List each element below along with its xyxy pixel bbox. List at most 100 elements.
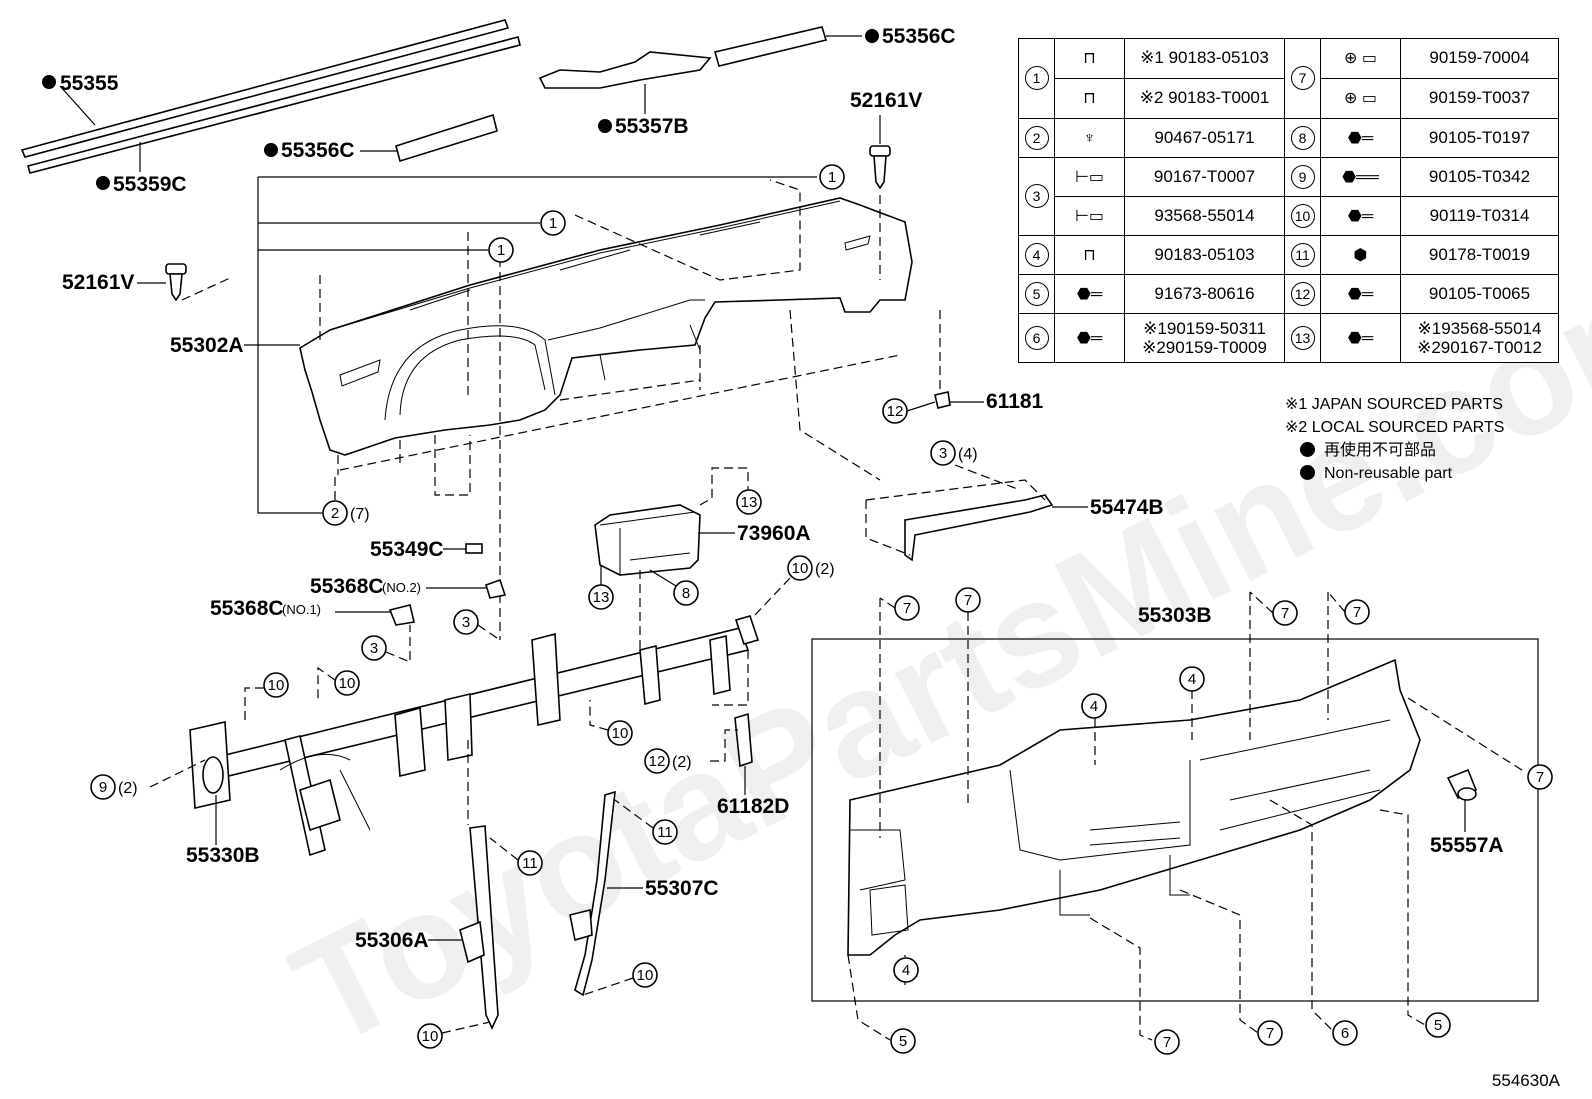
table-part-number: 90159-T0037: [1400, 77, 1559, 119]
note-non-reusable-en: Non-reusable part: [1285, 462, 1555, 485]
part-label-55368C-no2: 55368C: [310, 575, 384, 598]
callout-5: 5: [1425, 1012, 1451, 1038]
svg-text:4: 4: [1090, 698, 1098, 715]
drawing-code: 554630A: [1491, 1071, 1560, 1090]
pad-55357B: [538, 51, 712, 89]
svg-text:6: 6: [1341, 1025, 1349, 1042]
brace-55306A: [459, 825, 499, 1030]
svg-text:10: 10: [612, 725, 629, 742]
reinforcement-55303B: [847, 658, 1421, 956]
table-ref-8: 8: [1284, 117, 1321, 158]
svg-text:1: 1: [497, 242, 505, 259]
part-label-61181: 61181: [986, 390, 1044, 413]
part-label-55359C: 55359C: [113, 173, 187, 196]
part-label-52161V-left: 52161V: [62, 271, 134, 294]
svg-text:13: 13: [741, 494, 758, 511]
part-label-52161V-right: 52161V: [850, 89, 922, 112]
callout-7: 7: [894, 595, 920, 621]
callout-1: 1: [488, 237, 514, 263]
svg-text:10: 10: [422, 1028, 439, 1045]
svg-text:10: 10: [637, 967, 654, 984]
strip-55356C-mid: [395, 113, 498, 163]
callout-10: 10: [632, 962, 658, 988]
svg-text:8: 8: [682, 585, 690, 602]
table-ref-7: 7: [1284, 38, 1321, 119]
callout-1: 1: [819, 164, 845, 190]
part-label-55306A: 55306A: [355, 929, 429, 952]
svg-text:7: 7: [1353, 604, 1361, 621]
callout-10: 10: [417, 1023, 443, 1049]
non-reusable-dot: [865, 29, 879, 43]
callout-7: 7: [1344, 599, 1370, 625]
svg-text:7: 7: [903, 600, 911, 617]
bracket-55368C-no1: [388, 604, 415, 626]
u-nut-icon: ⊓: [1054, 77, 1125, 119]
callout-12: 12: [644, 748, 670, 774]
svg-text:7: 7: [1536, 769, 1544, 786]
part-label-55303B: 55303B: [1138, 604, 1212, 627]
table-part-number: ※190159-50311 ※290159-T0009: [1124, 312, 1285, 364]
part-label-55368C-no1-sub: (NO.1): [282, 602, 321, 617]
table-ref-10: 10: [1284, 195, 1321, 236]
note-japan-sourced: ※1 JAPAN SOURCED PARTS: [1285, 396, 1503, 413]
callout-2: 2: [322, 500, 348, 526]
table-part-number: 90467-05171: [1124, 117, 1285, 158]
instrument-panel-55302A: [299, 197, 913, 456]
non-reusable-dot: [1300, 465, 1315, 480]
bolt-icon: ⬣══: [1320, 156, 1401, 197]
callout-9-qty: (2): [118, 780, 138, 797]
brace-55307C: [569, 790, 616, 997]
part-label-73960A: 73960A: [737, 522, 811, 545]
table-part-number: ※1 90183-05103: [1124, 38, 1285, 79]
table-part-number: 90119-T0314: [1400, 195, 1559, 236]
callout-3: 3: [930, 440, 956, 466]
non-reusable-dot: [1300, 442, 1315, 457]
svg-text:10: 10: [268, 677, 285, 694]
note-non-reusable-jp: 再使用不可部品: [1285, 439, 1555, 462]
table-ref-6: 6: [1018, 312, 1055, 364]
callout-4: 4: [1179, 666, 1205, 692]
bolt-icon: ⬣═: [1320, 195, 1401, 236]
callout-4: 4: [1081, 693, 1107, 719]
screw-icon: ⊢▭: [1054, 156, 1125, 197]
callout-6: 6: [1332, 1020, 1358, 1046]
bracket-55474B: [904, 494, 1054, 562]
bolt-icon: ⬣═: [1054, 312, 1125, 364]
table-ref-11: 11: [1284, 234, 1321, 275]
table-part-number: 90167-T0007: [1124, 156, 1285, 197]
callout-3-qty: (4): [958, 446, 978, 463]
callout-10: 10: [607, 720, 633, 746]
plug-55557A: [1446, 768, 1478, 801]
callout-11: 11: [652, 819, 678, 845]
table-ref-1: 1: [1018, 38, 1055, 119]
svg-text:10: 10: [339, 675, 356, 692]
part-label-55356C-top: 55356C: [882, 25, 956, 48]
svg-text:9: 9: [99, 779, 107, 796]
table-part-number: 90178-T0019: [1400, 234, 1559, 275]
svg-text:7: 7: [1281, 605, 1289, 622]
callout-13: 13: [588, 584, 614, 610]
svg-text:3: 3: [462, 614, 470, 631]
table-ref-2: 2: [1018, 117, 1055, 158]
svg-text:11: 11: [657, 824, 673, 841]
svg-text:4: 4: [1188, 671, 1196, 688]
bolt-icon: ⬣═: [1320, 312, 1401, 364]
part-label-61182D: 61182D: [717, 795, 789, 818]
callout-12: 12: [882, 398, 908, 424]
callout-7: 7: [1257, 1020, 1283, 1046]
moulding-strip-55355: [20, 19, 521, 174]
clip-icon: ♆: [1054, 117, 1125, 158]
bracket-61182D: [734, 712, 753, 768]
table-ref-5: 5: [1018, 273, 1055, 314]
part-label-55355: 55355: [60, 72, 119, 95]
svg-text:2: 2: [331, 505, 339, 522]
callout-7: 7: [1272, 600, 1298, 626]
callout-3: 3: [361, 635, 387, 661]
part-label-55474B: 55474B: [1090, 496, 1164, 519]
table-ref-12: 12: [1284, 273, 1321, 314]
callout-10: 10: [334, 670, 360, 696]
callout-5: 5: [890, 1028, 916, 1054]
bolt-icon: ⬣═: [1054, 273, 1125, 314]
table-part-number: 90105-T0342: [1400, 156, 1559, 197]
u-nut-icon: ⊓: [1054, 234, 1125, 275]
